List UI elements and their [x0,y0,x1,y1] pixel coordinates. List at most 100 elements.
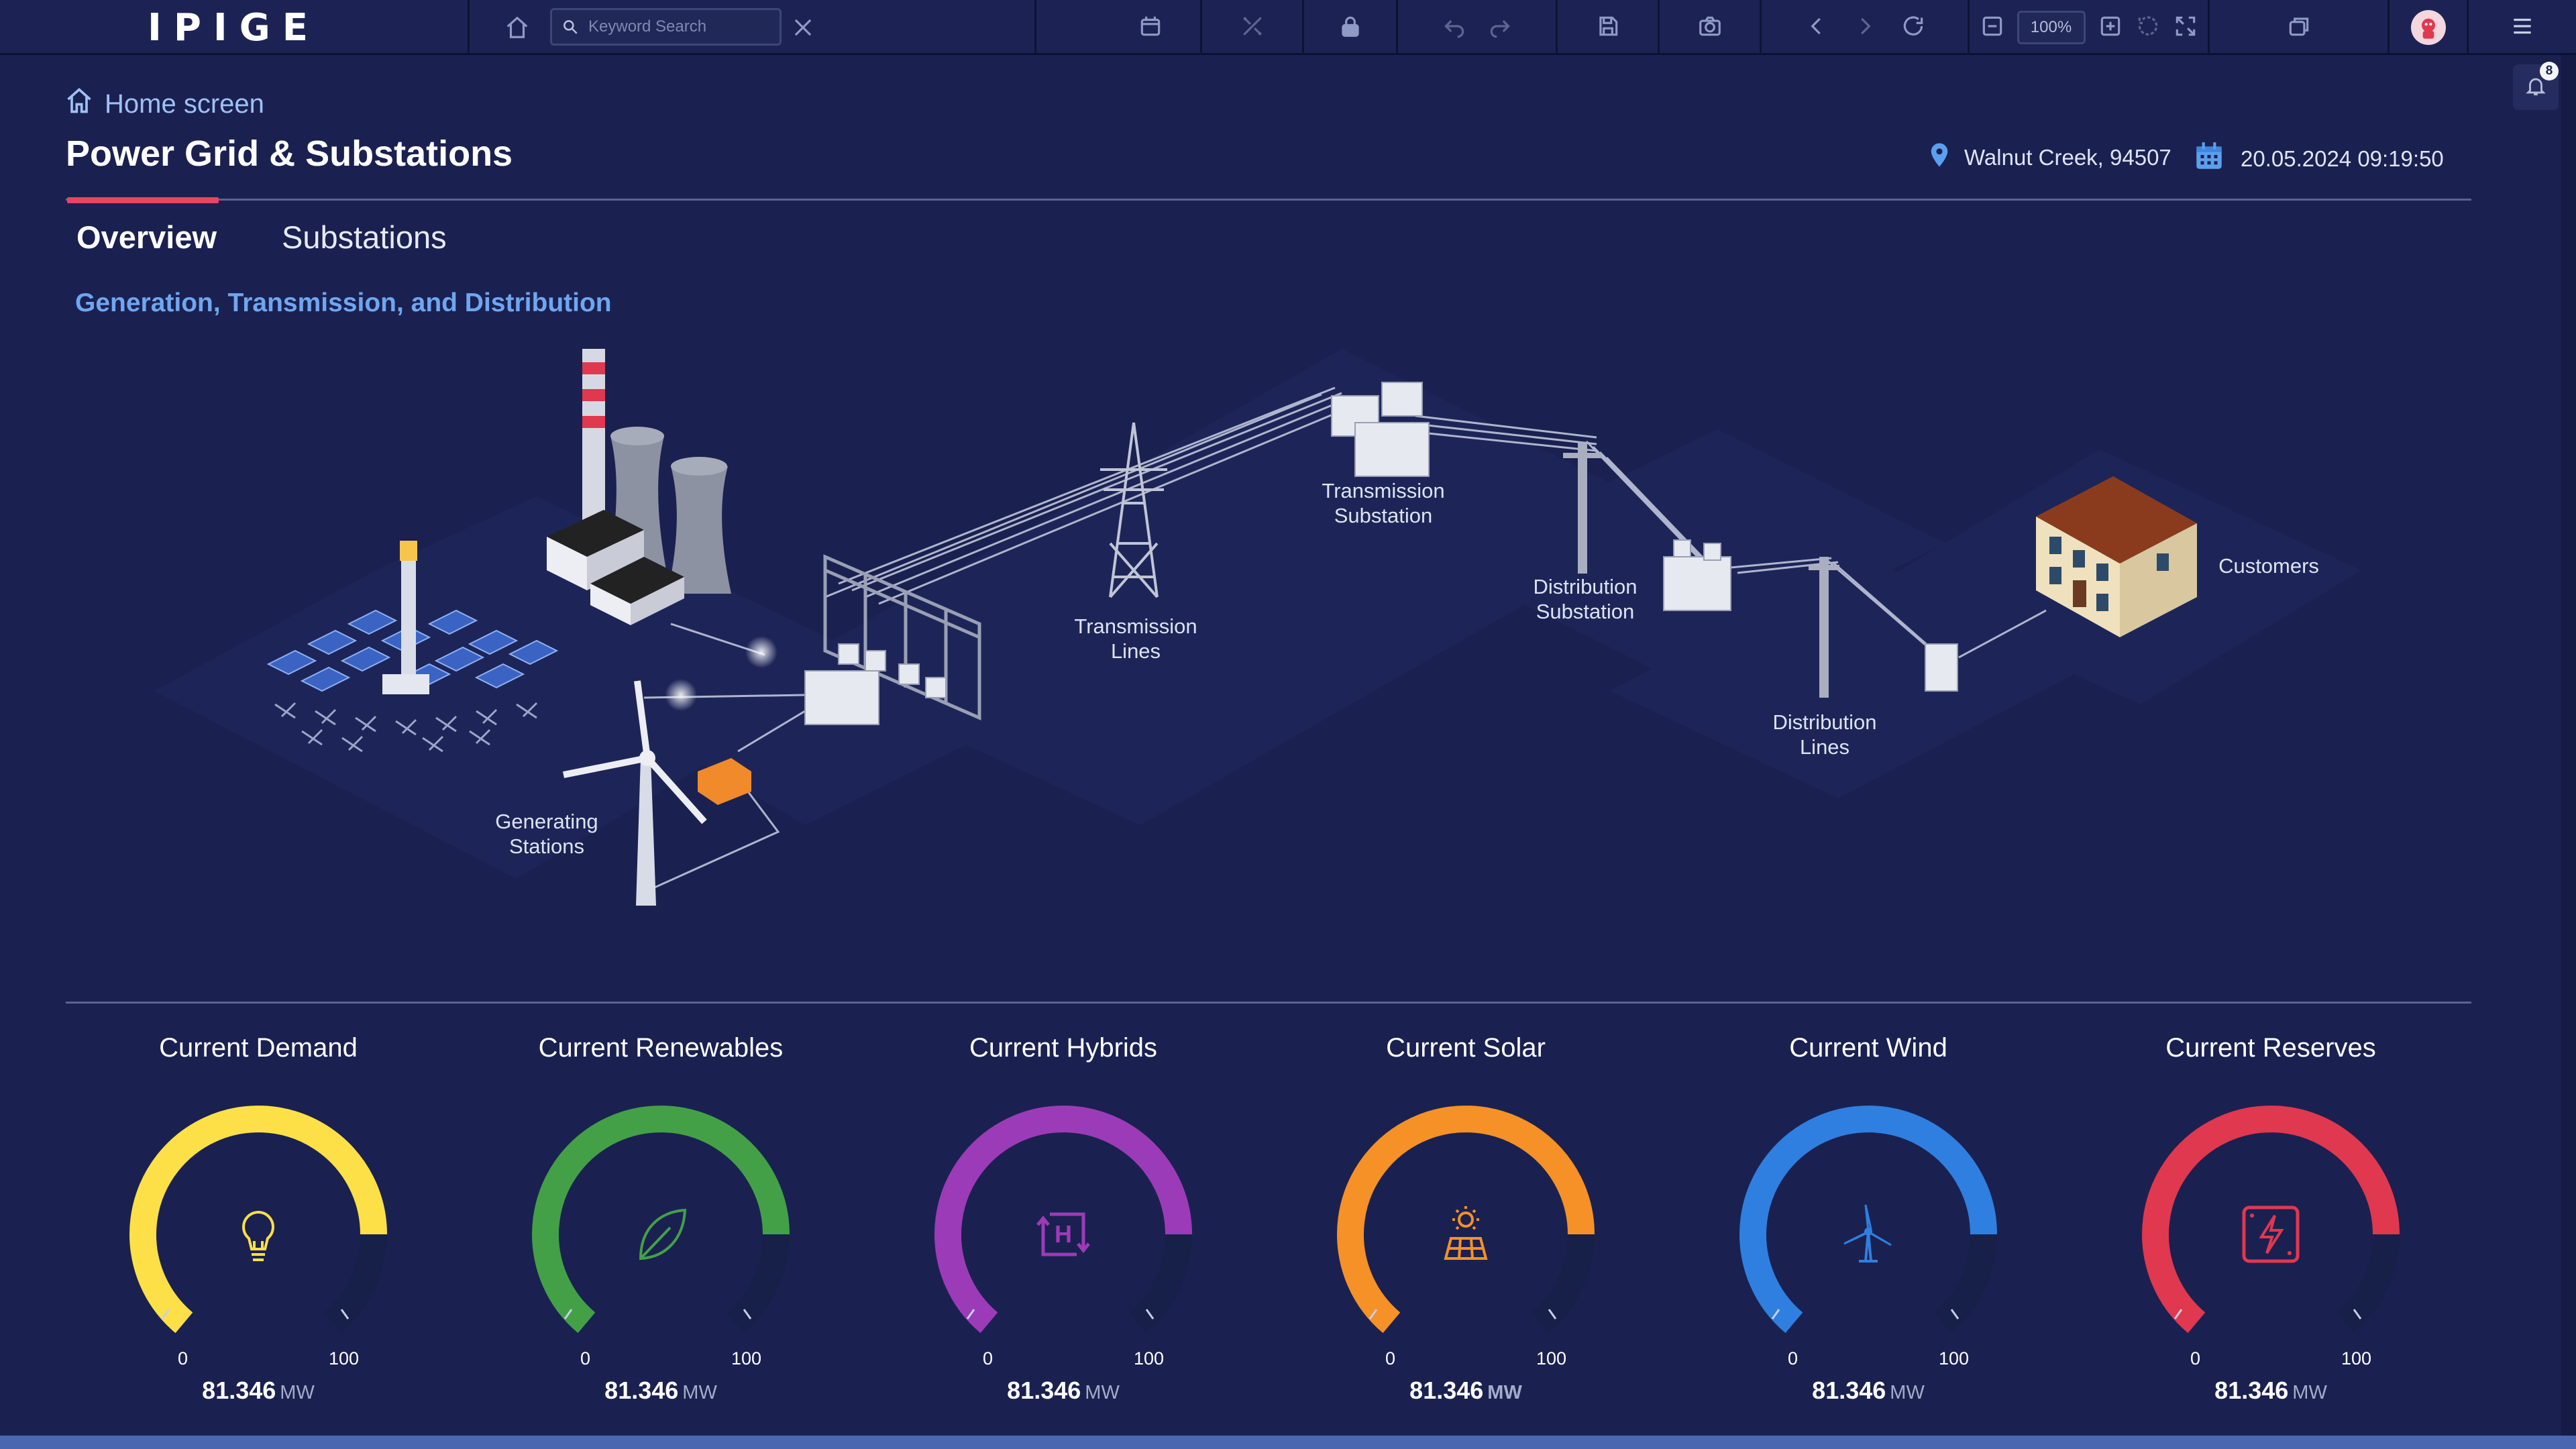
navigation-controls [1762,0,1970,55]
lock-button[interactable] [1304,0,1398,55]
gauge-min: 0 [178,1348,189,1368]
refresh-icon[interactable] [1900,13,1926,42]
distribution-pole [1809,557,1839,698]
label-generating-stations-2: Stations [509,835,584,858]
gauge-title: Current Reserves [2165,1033,2376,1063]
gauge-dial: H [934,1106,1192,1334]
undo-icon[interactable] [1442,13,1467,42]
breadcrumb-label[interactable]: Home screen [105,89,264,119]
gauge-fill [129,1106,387,1334]
gauge-fill [1337,1106,1595,1334]
gauge-min: 0 [580,1348,591,1368]
gauge-value-unit: MW [1890,1382,1925,1403]
back-icon[interactable] [1804,13,1829,42]
menu-button[interactable] [2469,0,2576,55]
gauge-title: Current Hybrids [969,1033,1158,1063]
reset-icon[interactable] [2135,13,2161,42]
gauge-dial [129,1106,387,1334]
save-button[interactable] [1558,0,1660,55]
transformers [804,643,947,725]
gauge-fill [2142,1106,2400,1334]
tools-button[interactable] [1202,0,1304,55]
avatar[interactable] [2410,10,2446,45]
gauge-max: 100 [2341,1348,2372,1368]
home-icon[interactable] [504,15,530,44]
tab-overview[interactable]: Overview [76,219,217,255]
forward-icon[interactable] [1852,13,1878,42]
switchyard [823,554,981,720]
gauge-value-unit: MW [2292,1382,2327,1403]
search-input-wrapper[interactable] [550,8,782,46]
gauge-min: 0 [1385,1348,1396,1368]
zoom-controls: 100% [1970,0,2210,55]
zoom-in-icon[interactable] [2098,13,2123,42]
energy-flow-dot [745,636,777,668]
search-area [470,0,1036,55]
gauge-dial [1337,1106,1595,1334]
save-icon [1595,13,1621,42]
screenshot-button[interactable] [1660,0,1762,55]
scrollbar[interactable] [2561,55,2576,1449]
zoom-level[interactable]: 100% [2017,11,2086,44]
distribution-substation [1663,539,1731,611]
meter-box [1925,643,1958,692]
search-icon [561,18,579,36]
bell-icon [2524,74,2547,101]
gauge-max: 100 [1536,1348,1567,1368]
gauge-max: 100 [1939,1348,1970,1368]
calendar-icon [2192,140,2226,178]
location-pin-icon [1925,140,1953,176]
search-input[interactable] [579,17,764,37]
camera-icon [1697,13,1723,42]
tab-substations[interactable]: Substations [282,219,447,255]
lock-icon [1338,13,1363,42]
gauge-value-number: 81.346 [2214,1377,2289,1404]
calendar-button[interactable] [1100,0,1202,55]
gauge-ticks [161,1309,350,1320]
gauge-fill [1739,1106,1997,1334]
customer-house [2036,476,2197,637]
energy-flow-dot [665,679,697,711]
active-tab-indicator [67,197,219,203]
gauge-dial [1739,1106,1997,1334]
gauge-max: 100 [329,1348,360,1368]
location-text: Walnut Creek, 94507 [1964,145,2171,170]
gauge-max: 100 [1134,1348,1165,1368]
gauge-ticks [2174,1309,2362,1320]
fullscreen-icon[interactable] [2173,13,2198,42]
history-controls [1398,0,1558,55]
gauge-ticks [1368,1309,1557,1320]
logo-text: IPIGE [148,5,320,50]
datetime-text: 20.05.2024 09:19:50 [2241,146,2444,171]
battery-bolt-icon [2242,1205,2300,1263]
gauge-dial [532,1106,790,1334]
label-distribution-lines-1: Distribution [1772,710,1876,734]
calendar-icon [1138,13,1163,42]
solar-field [266,541,559,753]
zoom-out-icon[interactable] [1980,13,2005,42]
ground-plates [154,349,2361,879]
gauge-title: Current Wind [1789,1033,1947,1063]
gauge-title: Current Renewables [538,1033,784,1063]
leaf-icon [639,1208,687,1260]
breadcrumb[interactable]: Home screen [64,86,264,122]
clear-icon[interactable] [790,15,816,44]
menu-icon [2510,13,2535,42]
gauge-value-unit: MW [280,1382,315,1403]
label-generating-stations-1: Generating [495,810,598,833]
label-transmission-lines-1: Transmission [1074,614,1197,638]
header-divider [66,199,2471,201]
label-distribution-substation-2: Substation [1536,600,1635,623]
redo-icon[interactable] [1487,13,1513,42]
gauge-value-number: 81.346 [604,1377,679,1404]
power-grid-diagram: Generating Stations Transmission Lines T… [154,349,2361,906]
user-menu[interactable] [2390,0,2469,55]
window-button[interactable] [2210,0,2390,55]
gauge-value-unit: MW [682,1382,717,1403]
